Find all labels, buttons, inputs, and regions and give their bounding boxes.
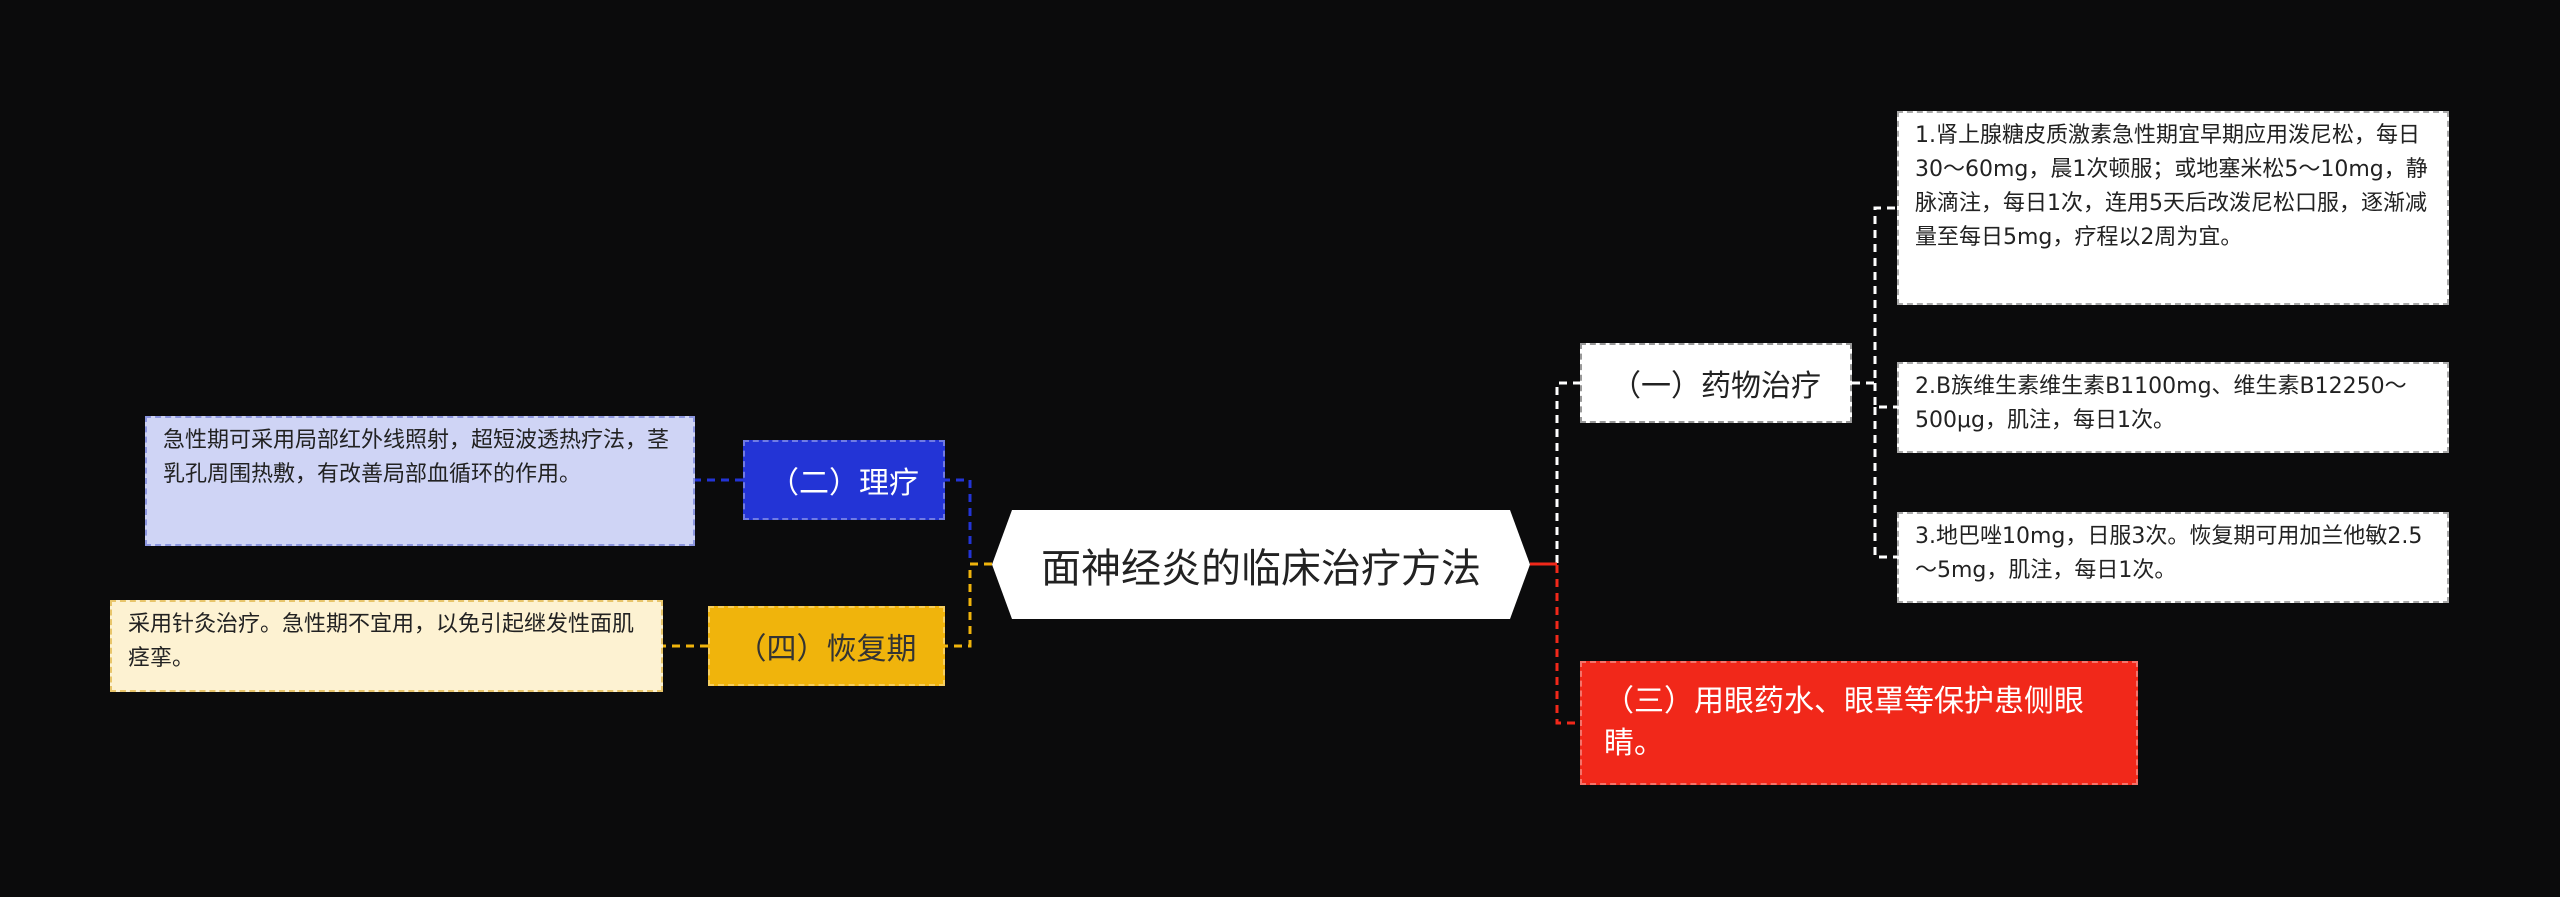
topic-eye-label: （三）用眼药水、眼罩等保护患侧眼睛。 bbox=[1604, 684, 2084, 761]
topic-physiotherapy[interactable]: （二）理疗 bbox=[743, 440, 945, 520]
topic-recovery-label: （四）恢复期 bbox=[736, 632, 917, 667]
topic-drug-label: （一）药物治疗 bbox=[1611, 369, 1821, 404]
leaf-drug-1-text: 1.肾上腺糖皮质激素急性期宜早期应用泼尼松，每日30～60mg，晨1次顿服；或地… bbox=[1915, 123, 2428, 250]
edge-root-physio bbox=[945, 478, 992, 566]
leaf-physio-1-text: 急性期可采用局部红外线照射，超短波透热疗法，茎乳孔周围热敷，有改善局部血循环的作… bbox=[163, 428, 670, 487]
topic-eye-protection[interactable]: （三）用眼药水、眼罩等保护患侧眼睛。 bbox=[1580, 661, 2138, 785]
root-node[interactable]: 面神经炎的临床治疗方法 bbox=[992, 510, 1530, 619]
leaf-drug-1[interactable]: 1.肾上腺糖皮质激素急性期宜早期应用泼尼松，每日30～60mg，晨1次顿服；或地… bbox=[1897, 111, 2449, 305]
leaf-drug-2-text: 2.B族维生素维生素B1100mg、维生素B12250～500μg，肌注，每日1… bbox=[1915, 374, 2407, 433]
topic-physio-label: （二）理疗 bbox=[769, 466, 919, 501]
topic-drug-therapy[interactable]: （一）药物治疗 bbox=[1580, 343, 1852, 423]
edge-drug-leaves bbox=[1852, 206, 1897, 559]
leaf-drug-3-text: 3.地巴唑10mg，日服3次。恢复期可用加兰他敏2.5～5mg，肌注，每日1次。 bbox=[1915, 524, 2423, 583]
leaf-recovery-1[interactable]: 采用针灸治疗。急性期不宜用，以免引起继发性面肌痉挛。 bbox=[110, 600, 663, 692]
topic-recovery[interactable]: （四）恢复期 bbox=[708, 606, 945, 686]
edge-root-recovery bbox=[945, 562, 992, 648]
leaf-physio-1[interactable]: 急性期可采用局部红外线照射，超短波透热疗法，茎乳孔周围热敷，有改善局部血循环的作… bbox=[145, 416, 695, 546]
leaf-drug-2[interactable]: 2.B族维生素维生素B1100mg、维生素B12250～500μg，肌注，每日1… bbox=[1897, 362, 2449, 453]
edge-root-eye bbox=[1530, 562, 1580, 725]
root-label: 面神经炎的临床治疗方法 bbox=[1041, 545, 1481, 592]
edge-root-drug bbox=[1530, 381, 1580, 566]
leaf-drug-3[interactable]: 3.地巴唑10mg，日服3次。恢复期可用加兰他敏2.5～5mg，肌注，每日1次。 bbox=[1897, 512, 2449, 603]
leaf-recovery-1-text: 采用针灸治疗。急性期不宜用，以免引起继发性面肌痉挛。 bbox=[128, 612, 635, 671]
